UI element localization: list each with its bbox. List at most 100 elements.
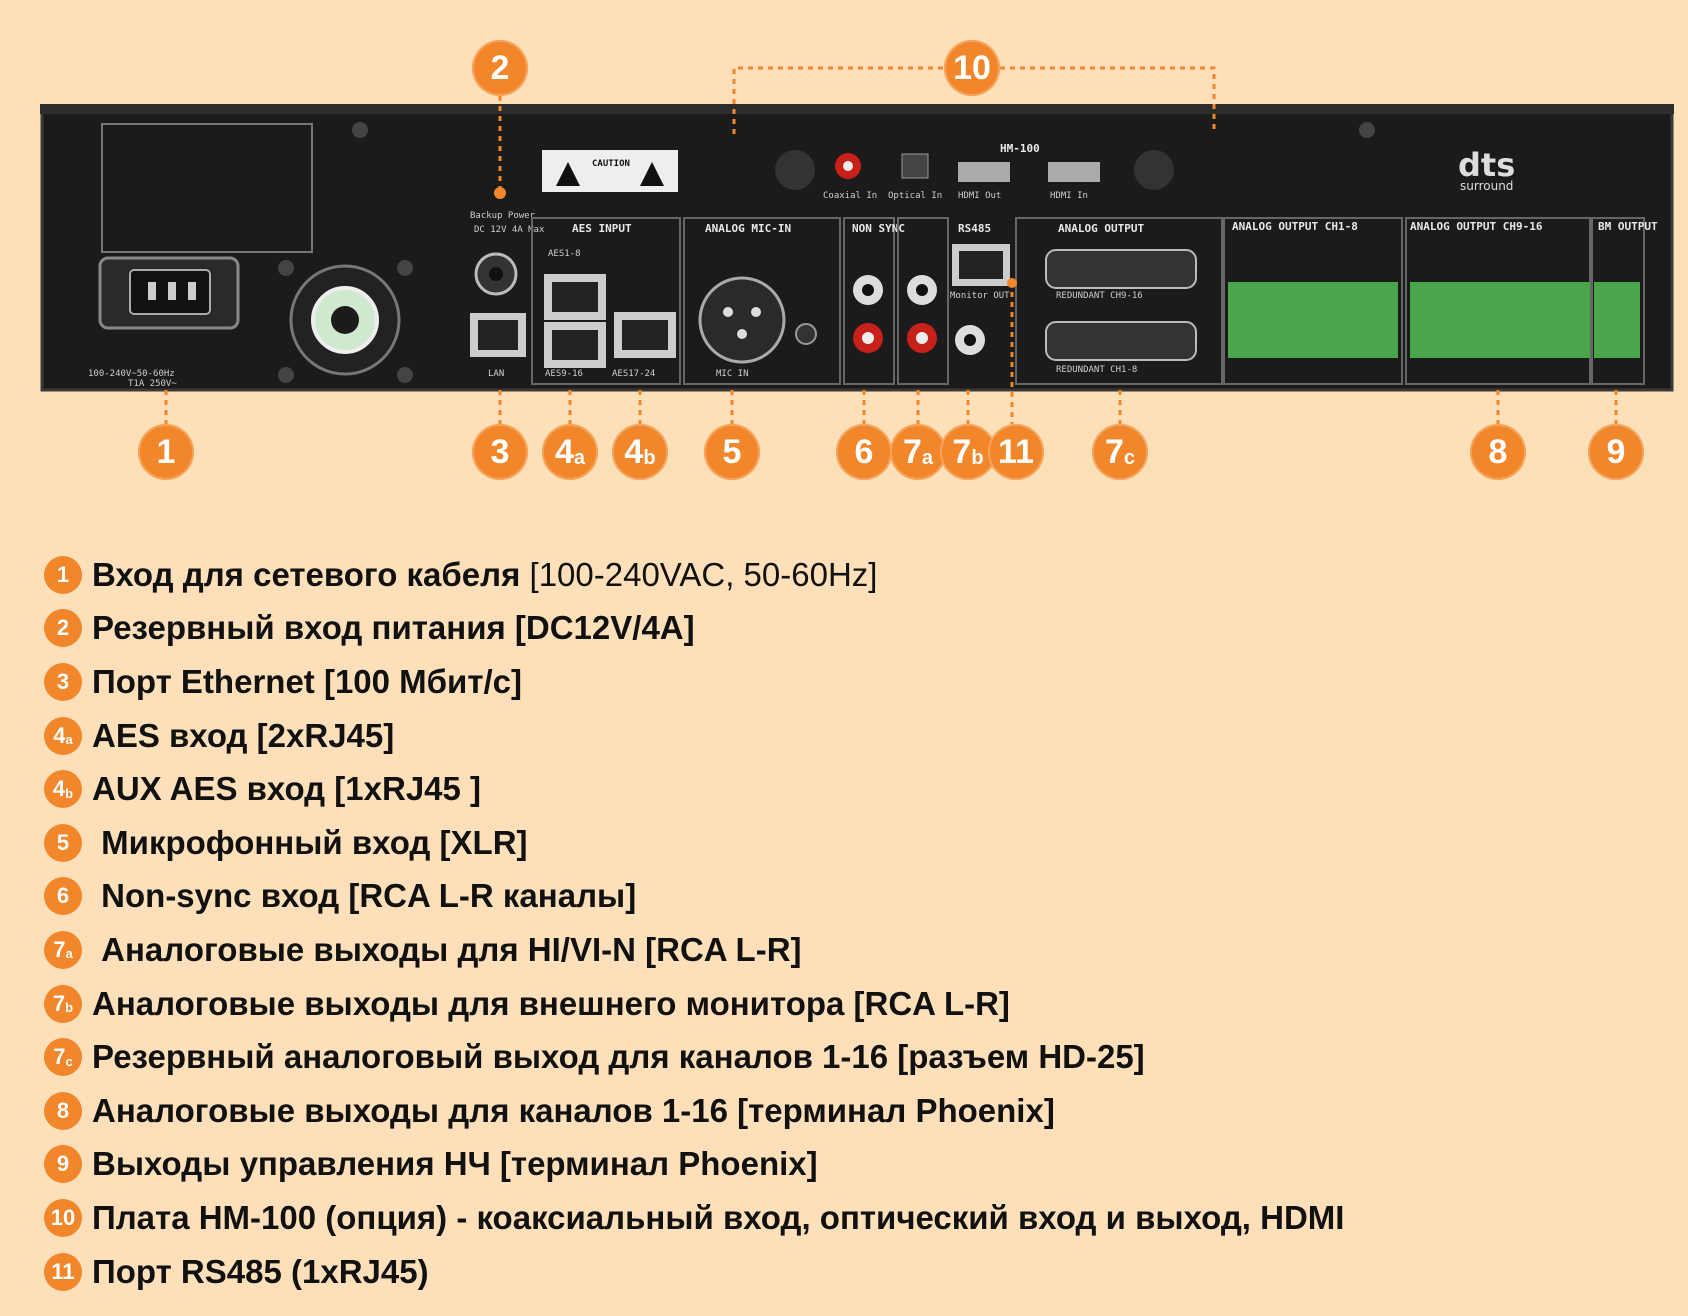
- legend-number: 1: [56, 561, 70, 587]
- analog-out-ch1-8-label: ANALOG OUTPUT CH1-8: [1232, 220, 1358, 233]
- callout-number: 5: [722, 432, 742, 471]
- legend-item: 3 Порт Ethernet [100 Мбит/с]: [44, 655, 1344, 709]
- callout-number: 4: [624, 432, 644, 471]
- callout-number: 2: [490, 48, 510, 87]
- legend-title: AUX AES вход [1xRJ45 ]: [92, 770, 482, 808]
- callout-badge-8: 8: [1470, 424, 1526, 480]
- callout-badge-6: 6: [836, 424, 892, 480]
- callout-badge-1: 1: [138, 424, 194, 480]
- legend-number-badge: 9: [44, 1145, 82, 1184]
- legend-title: AES вход [2xRJ45]: [92, 716, 395, 754]
- legend-item: 9 Выходы управления НЧ [терминал Phoenix]: [44, 1138, 1344, 1192]
- legend-title: Микрофонный вход [XLR]: [92, 823, 528, 861]
- optical-in: [901, 153, 929, 179]
- analog-mic-in-label: ANALOG MIC-IN: [705, 222, 791, 235]
- label-area: [101, 123, 313, 253]
- hdmi-in: [1048, 162, 1100, 182]
- legend-title: Резервный вход питания [DC12V/4A]: [92, 609, 695, 647]
- callout-badge-3: 3: [472, 424, 528, 480]
- xlr-input: [698, 276, 786, 364]
- legend-number-sub: a: [65, 946, 73, 962]
- callout-number: 4: [554, 432, 574, 471]
- redundant-1-8-label: REDUNDANT CH1-8: [1056, 365, 1137, 375]
- legend-title: Порт RS485 (1xRJ45): [92, 1252, 429, 1290]
- callout-number: 10: [953, 48, 991, 87]
- dts-logo: dts: [1458, 146, 1515, 184]
- legend-number: 2: [56, 615, 70, 641]
- callout-number: 1: [156, 432, 176, 471]
- legend-item: 1 Вход для сетевого кабеля [100-240VAC, 5…: [44, 548, 1344, 602]
- analog-output-label: ANALOG OUTPUT: [1058, 222, 1144, 235]
- legend-title: Порт Ethernet [100 Мбит/с]: [92, 662, 522, 700]
- legend-number-sub: b: [65, 1000, 74, 1016]
- legend-number: 7: [52, 990, 66, 1016]
- legend-number: 9: [56, 1151, 70, 1177]
- hdmi-out-label: HDMI Out: [958, 191, 1001, 201]
- mic-in-label: MIC IN: [716, 369, 749, 379]
- legend-title: Аналоговые выходы для внешнего монитора …: [92, 984, 1010, 1022]
- legend-number-badge: 10: [44, 1198, 82, 1237]
- legend-number: 5: [56, 829, 70, 855]
- legend-title: Вход для сетевого кабеля: [92, 555, 521, 593]
- callout-number: 3: [490, 432, 510, 471]
- hd25-connector-upper: [1045, 249, 1197, 289]
- analog-out-ch9-16-label: ANALOG OUTPUT CH9-16: [1410, 220, 1543, 233]
- callout-sub: a: [921, 446, 934, 469]
- legend-number: 7: [53, 1044, 66, 1070]
- legend-item: 10 Плата HM-100 (опция) - коаксиальный вх…: [44, 1191, 1344, 1245]
- coaxial-in-label: Coaxial In: [823, 191, 877, 201]
- legend-number-badge: 3: [44, 662, 82, 701]
- legend-title: Резервный аналоговый выход для каналов 1…: [92, 1038, 1145, 1076]
- callout-number: 6: [854, 432, 874, 471]
- legend-number-sub: c: [65, 1053, 73, 1069]
- callout-number: 8: [1488, 432, 1508, 471]
- legend-number-badge: 5: [44, 823, 82, 862]
- legend-number: 4: [52, 776, 66, 802]
- callout-number: 7: [952, 432, 972, 471]
- callout-sub: c: [1123, 446, 1136, 469]
- callout-number: 7: [902, 432, 922, 471]
- legend-number: 8: [56, 1097, 70, 1123]
- legend-number: 6: [56, 883, 70, 909]
- legend-title: Плата HM-100 (опция) - коаксиальный вход…: [92, 1198, 1345, 1236]
- phoenix-terminal-ch9-16: [1410, 282, 1590, 358]
- callout-badge-5: 5: [704, 424, 760, 480]
- optical-in-label: Optical In: [888, 191, 942, 201]
- callout-number: 7: [1104, 432, 1124, 471]
- legend-number-badge: 1: [44, 555, 82, 594]
- callout-number: 9: [1606, 432, 1626, 471]
- redundant-9-16-label: REDUNDANT CH9-16: [1056, 291, 1143, 301]
- dts-logo-sub: surround: [1460, 179, 1513, 193]
- legend-number-badge: 6: [44, 877, 82, 916]
- callout-sub: b: [643, 446, 656, 469]
- legend-title: Аналоговые выходы для HI/VI-N [RCA L-R]: [92, 930, 802, 968]
- legend-spec: [100-240VAC, 50-60Hz]: [520, 555, 878, 593]
- aes-input-label: AES INPUT: [572, 222, 632, 235]
- callout-badge-2: 2: [472, 40, 528, 96]
- legend-title: Выходы управления НЧ [терминал Phoenix]: [92, 1145, 818, 1183]
- aes17-24-label: AES17-24: [612, 369, 655, 379]
- legend-number: 3: [56, 668, 70, 694]
- callout-badge-11: 11: [988, 424, 1044, 480]
- legend-number: 7: [53, 936, 66, 962]
- hd25-connector-lower: [1045, 321, 1197, 361]
- callout-sub: a: [573, 446, 586, 469]
- leader-lines: [164, 66, 1618, 424]
- legend-number-badge: 2: [44, 609, 82, 648]
- legend-item: 2 Резервный вход питания [DC12V/4A]: [44, 602, 1344, 656]
- legend-number-badge: 8: [44, 1091, 82, 1130]
